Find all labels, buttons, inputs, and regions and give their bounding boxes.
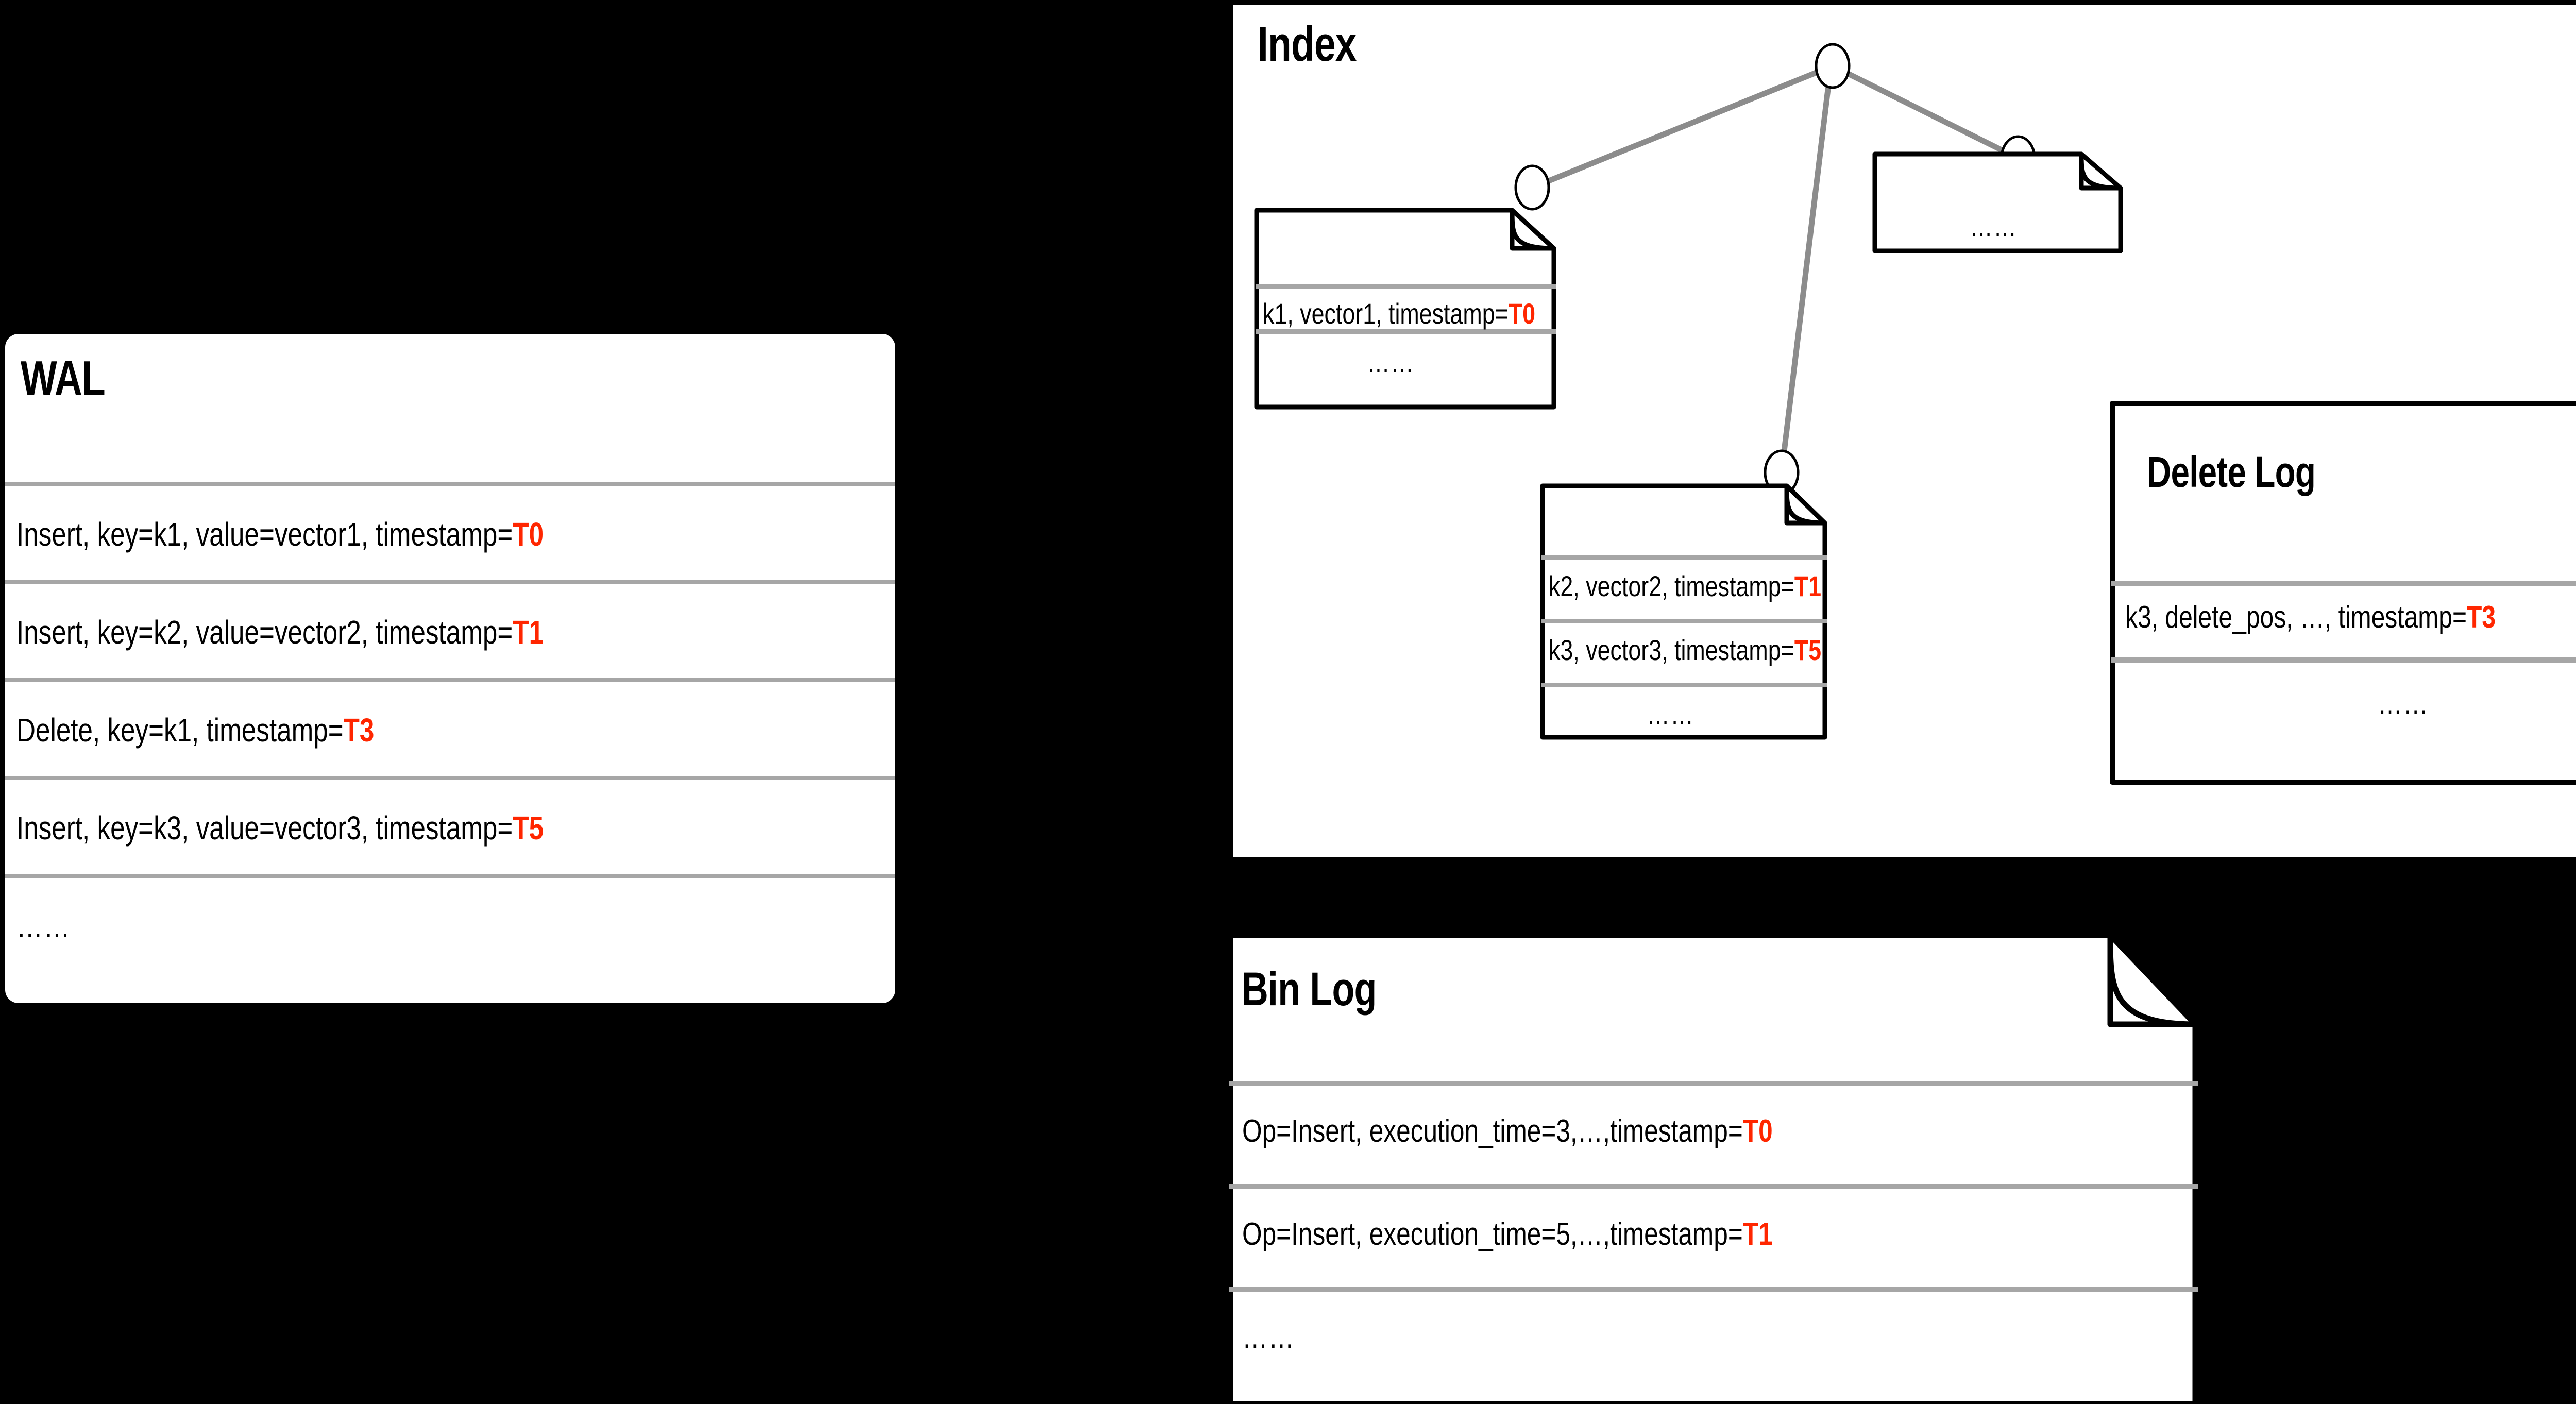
tree-node-root — [1815, 43, 1851, 89]
tree-nodes — [1514, 43, 2036, 496]
delete-log-separator-0 — [2111, 581, 2576, 586]
doc-fold-k2k3 — [1784, 483, 1827, 526]
index-segment-k2k3: k2, vector2, timestamp=T1 k3, vector3, t… — [1540, 483, 1827, 740]
wal-row-3-timestamp: T5 — [513, 809, 544, 847]
wal-title: WAL — [21, 351, 106, 406]
index-k2k3-row-1-label: k3, vector3, timestamp= — [1549, 634, 1794, 666]
delete-log-title: Delete Log — [2147, 448, 2316, 496]
delete-log-panel: Delete Log k3, delete_pos, …, timestamp=… — [2110, 401, 2576, 785]
wal-separator-4 — [5, 874, 895, 878]
bin-log-row-1-timestamp: T1 — [1742, 1216, 1773, 1252]
index-k2k3-row-1: k3, vector3, timestamp=T5 — [1549, 633, 1821, 667]
doc-outline-right — [1872, 151, 2123, 253]
index-k2k3-row-0-label: k2, vector2, timestamp= — [1549, 570, 1794, 602]
index-k1-row-0-label: k1, vector1, timestamp= — [1263, 297, 1509, 330]
index-k2k3-separator-2 — [1541, 683, 1827, 687]
index-k2k3-row-2-ellipsis: …… — [1647, 698, 1694, 730]
index-k2k3-row-0-timestamp: T1 — [1794, 570, 1822, 602]
index-segment-k1: k1, vector1, timestamp=T0 …… — [1254, 208, 1556, 410]
wal-row-4-ellipsis: …… — [16, 907, 71, 944]
delete-log-separator-1 — [2111, 657, 2576, 663]
index-right-row-0-ellipsis: …… — [1970, 210, 2018, 243]
wal-row-3: Insert, key=k3, value=vector3, timestamp… — [16, 809, 544, 847]
wal-panel: WAL Insert, key=k1, value=vector1, times… — [5, 334, 895, 1003]
index-k2k3-row-0: k2, vector2, timestamp=T1 — [1549, 569, 1821, 603]
bin-log-title: Bin Log — [1242, 963, 1377, 1016]
bin-log-separator-0 — [1229, 1081, 2198, 1086]
tree-node-child-left — [1514, 164, 1550, 211]
doc-fold-k1 — [1510, 208, 1556, 251]
wal-row-0: Insert, key=k1, value=vector1, timestamp… — [16, 515, 544, 553]
bin-log-row-0-label: Op=Insert, execution_time=3,…,timestamp= — [1242, 1113, 1743, 1149]
wal-separator-0 — [5, 482, 895, 486]
delete-log-row-0-timestamp: T3 — [2467, 600, 2496, 634]
delete-log-row-0: k3, delete_pos, …, timestamp=T3 — [2125, 599, 2496, 635]
bin-log-row-0: Op=Insert, execution_time=3,…,timestamp=… — [1242, 1113, 1773, 1149]
wal-row-0-label: Insert, key=k1, value=vector1, timestamp… — [16, 516, 513, 553]
bin-log-row-1-label: Op=Insert, execution_time=5,…,timestamp= — [1242, 1216, 1743, 1252]
index-segment-right: …… — [1872, 151, 2123, 253]
doc-outline-k1 — [1254, 208, 1556, 410]
wal-row-1-label: Insert, key=k2, value=vector2, timestamp… — [16, 614, 513, 651]
wal-row-3-label: Insert, key=k3, value=vector3, timestamp… — [16, 809, 513, 847]
index-k2k3-separator-0 — [1541, 555, 1827, 560]
doc-outline-bin-log — [1227, 932, 2198, 1404]
delete-log-row-0-label: k3, delete_pos, …, timestamp= — [2125, 600, 2467, 634]
bin-log-panel: Bin Log Op=Insert, execution_time=3,…,ti… — [1227, 932, 2199, 1404]
index-panel: Index k1, vector1, timestamp=T0 …… — [1233, 5, 2576, 857]
wal-separator-1 — [5, 580, 895, 584]
delete-log-row-1-ellipsis: …… — [2378, 686, 2429, 720]
wal-row-2-label: Delete, key=k1, timestamp= — [16, 712, 344, 749]
index-k2k3-separator-1 — [1541, 619, 1827, 623]
index-k2k3-row-1-timestamp: T5 — [1794, 634, 1822, 666]
bin-log-row-0-timestamp: T0 — [1742, 1113, 1773, 1149]
index-title: Index — [1258, 16, 1357, 72]
tree-edge-root-right — [1831, 63, 2020, 161]
index-k1-separator-0 — [1256, 284, 1556, 289]
wal-row-0-timestamp: T0 — [513, 516, 544, 553]
wal-row-2: Delete, key=k1, timestamp=T3 — [16, 711, 374, 749]
wal-separator-2 — [5, 678, 895, 682]
index-k1-separator-1 — [1256, 329, 1556, 334]
tree-edge-root-left — [1531, 63, 1834, 191]
wal-row-1-timestamp: T1 — [513, 614, 544, 651]
bin-log-separator-1 — [1229, 1184, 2198, 1189]
wal-row-1: Insert, key=k2, value=vector2, timestamp… — [16, 613, 544, 651]
index-k1-row-1-ellipsis: …… — [1367, 346, 1415, 378]
tree-edges — [1531, 63, 2020, 473]
doc-fold-bin-log — [2107, 932, 2198, 1027]
doc-fold-right — [2079, 151, 2123, 191]
doc-outline-delete-log — [2110, 401, 2576, 785]
index-k1-row-0: k1, vector1, timestamp=T0 — [1263, 297, 1535, 330]
bin-log-row-2-ellipsis: …… — [1242, 1320, 1295, 1355]
doc-outline-k2k3 — [1540, 483, 1827, 740]
index-k1-row-0-timestamp: T0 — [1508, 297, 1536, 330]
bin-log-separator-2 — [1229, 1287, 2198, 1292]
wal-row-2-timestamp: T3 — [343, 712, 375, 749]
tree-edge-root-bottom — [1778, 67, 1834, 473]
wal-separator-3 — [5, 776, 895, 780]
bin-log-row-1: Op=Insert, execution_time=5,…,timestamp=… — [1242, 1216, 1773, 1253]
